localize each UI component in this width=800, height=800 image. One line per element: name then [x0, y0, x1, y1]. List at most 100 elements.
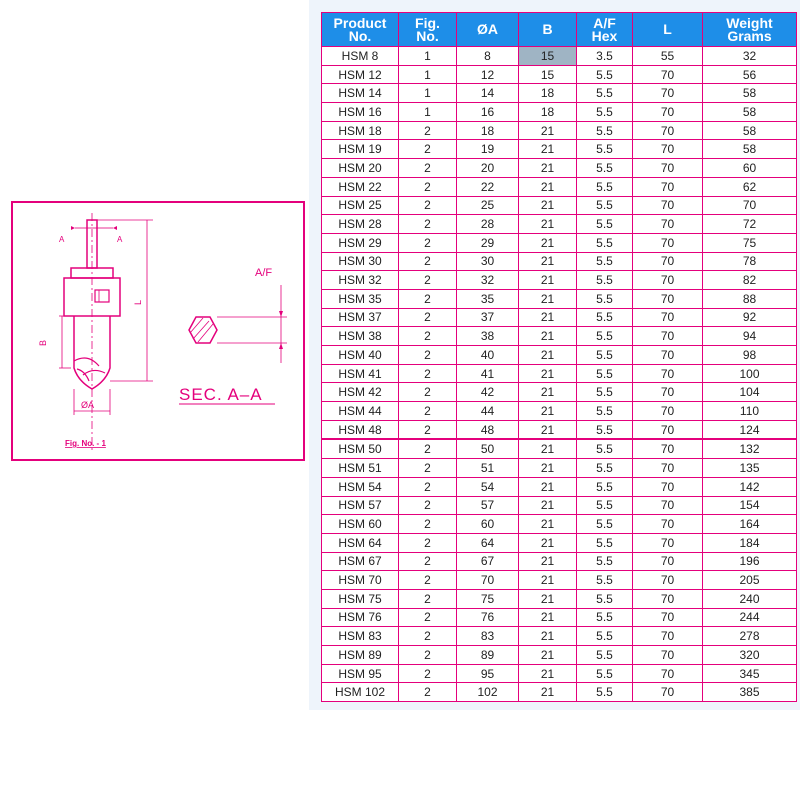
table-cell-af-hex: 5.5 [576, 232, 633, 253]
table-cell-product-no: HSM 20 [321, 158, 399, 178]
table-cell-af-hex: 5.5 [576, 551, 633, 572]
table-cell-b: 21 [518, 345, 577, 365]
table-cell-weight-grams: 82 [702, 270, 797, 290]
table-cell-b: 21 [518, 626, 577, 646]
table-cell-product-no: HSM 50 [321, 438, 399, 460]
table-cell-b: 21 [518, 607, 577, 628]
table-cell-l: 70 [632, 214, 703, 234]
table-cell-l: 70 [632, 307, 703, 328]
section-label: SEC. A–A [179, 385, 263, 404]
table-cell-diameter-a: 95 [456, 663, 519, 684]
label-a-left: A [59, 235, 65, 244]
table-cell-product-no: HSM 30 [321, 251, 399, 272]
table-cell-diameter-a: 41 [456, 363, 519, 384]
column-header-line: Grams [727, 27, 772, 44]
table-cell-l: 70 [632, 626, 703, 646]
table-cell-fig-no: 2 [398, 570, 457, 590]
table-cell-af-hex: 5.5 [576, 532, 633, 553]
table-cell-product-no: HSM 40 [321, 345, 399, 365]
column-header-line: L [663, 21, 672, 37]
table-cell-l: 70 [632, 120, 703, 141]
table-cell-b: 21 [518, 419, 577, 440]
table-cell-weight-grams: 62 [702, 176, 797, 197]
label-a-right: A [117, 235, 123, 244]
table-cell-af-hex: 5.5 [576, 120, 633, 141]
column-header-line: No. [416, 27, 439, 44]
column-header-line: Hex [591, 27, 618, 44]
table-cell-fig-no: 2 [398, 607, 457, 628]
table-cell-diameter-a: 37 [456, 307, 519, 328]
table-cell-l: 70 [632, 438, 703, 460]
table-cell-fig-no: 2 [398, 476, 457, 497]
table-cell-af-hex: 5.5 [576, 382, 633, 403]
table-cell-af-hex: 5.5 [576, 682, 633, 703]
table-cell-product-no: HSM 44 [321, 401, 399, 421]
table-cell-b: 21 [518, 232, 577, 253]
table-cell-weight-grams: 58 [702, 83, 797, 104]
table-cell-b: 21 [518, 363, 577, 384]
column-header-line: B [542, 21, 553, 37]
table-cell-product-no: HSM 29 [321, 232, 399, 253]
table-cell-weight-grams: 32 [702, 46, 797, 66]
table-cell-b: 21 [518, 401, 577, 421]
table-cell-diameter-a: 75 [456, 588, 519, 609]
table-cell-product-no: HSM 25 [321, 195, 399, 216]
table-cell-b: 18 [518, 83, 577, 104]
table-cell-weight-grams: 70 [702, 195, 797, 216]
table-cell-fig-no: 2 [398, 663, 457, 684]
table-cell-diameter-a: 44 [456, 401, 519, 421]
table-cell-fig-no: 2 [398, 345, 457, 365]
table-cell-b: 21 [518, 645, 577, 665]
table-cell-fig-no: 2 [398, 382, 457, 403]
table-cell-b: 21 [518, 270, 577, 290]
table-cell-diameter-a: 51 [456, 458, 519, 478]
table-cell-diameter-a: 57 [456, 495, 519, 516]
table-cell-af-hex: 5.5 [576, 270, 633, 290]
table-cell-af-hex: 5.5 [576, 663, 633, 684]
table-cell-fig-no: 1 [398, 83, 457, 104]
table-cell-fig-no: 2 [398, 363, 457, 384]
table-cell-b: 21 [518, 307, 577, 328]
table-cell-diameter-a: 32 [456, 270, 519, 290]
table-cell-product-no: HSM 67 [321, 551, 399, 572]
table-cell-af-hex: 5.5 [576, 607, 633, 628]
table-cell-fig-no: 2 [398, 120, 457, 141]
table-cell-fig-no: 2 [398, 495, 457, 516]
table-cell-weight-grams: 244 [702, 607, 797, 628]
table-cell-af-hex: 5.5 [576, 288, 633, 309]
table-cell-product-no: HSM 18 [321, 120, 399, 141]
table-cell-l: 70 [632, 401, 703, 421]
table-cell-product-no: HSM 48 [321, 419, 399, 440]
table-cell-fig-no: 2 [398, 438, 457, 460]
table-cell-af-hex: 5.5 [576, 626, 633, 646]
table-cell-b: 21 [518, 682, 577, 703]
af-arrow-bottom [279, 343, 283, 349]
arrow-left [71, 226, 75, 230]
hex-hatch-3 [189, 317, 204, 334]
table-cell-fig-no: 2 [398, 626, 457, 646]
table-cell-weight-grams: 124 [702, 419, 797, 440]
label-b: B [38, 340, 48, 346]
table-cell-af-hex: 5.5 [576, 195, 633, 216]
table-cell-af-hex: 5.5 [576, 363, 633, 384]
table-cell-weight-grams: 56 [702, 64, 797, 85]
figure-caption: Fig. No. - 1 [65, 439, 106, 448]
table-cell-af-hex: 5.5 [576, 401, 633, 421]
table-cell-af-hex: 5.5 [576, 326, 633, 346]
table-cell-l: 70 [632, 64, 703, 85]
table-cell-b: 21 [518, 251, 577, 272]
hex-hatch-1 [192, 320, 210, 340]
table-cell-fig-no: 2 [398, 326, 457, 346]
table-cell-af-hex: 5.5 [576, 102, 633, 122]
table-cell-product-no: HSM 83 [321, 626, 399, 646]
